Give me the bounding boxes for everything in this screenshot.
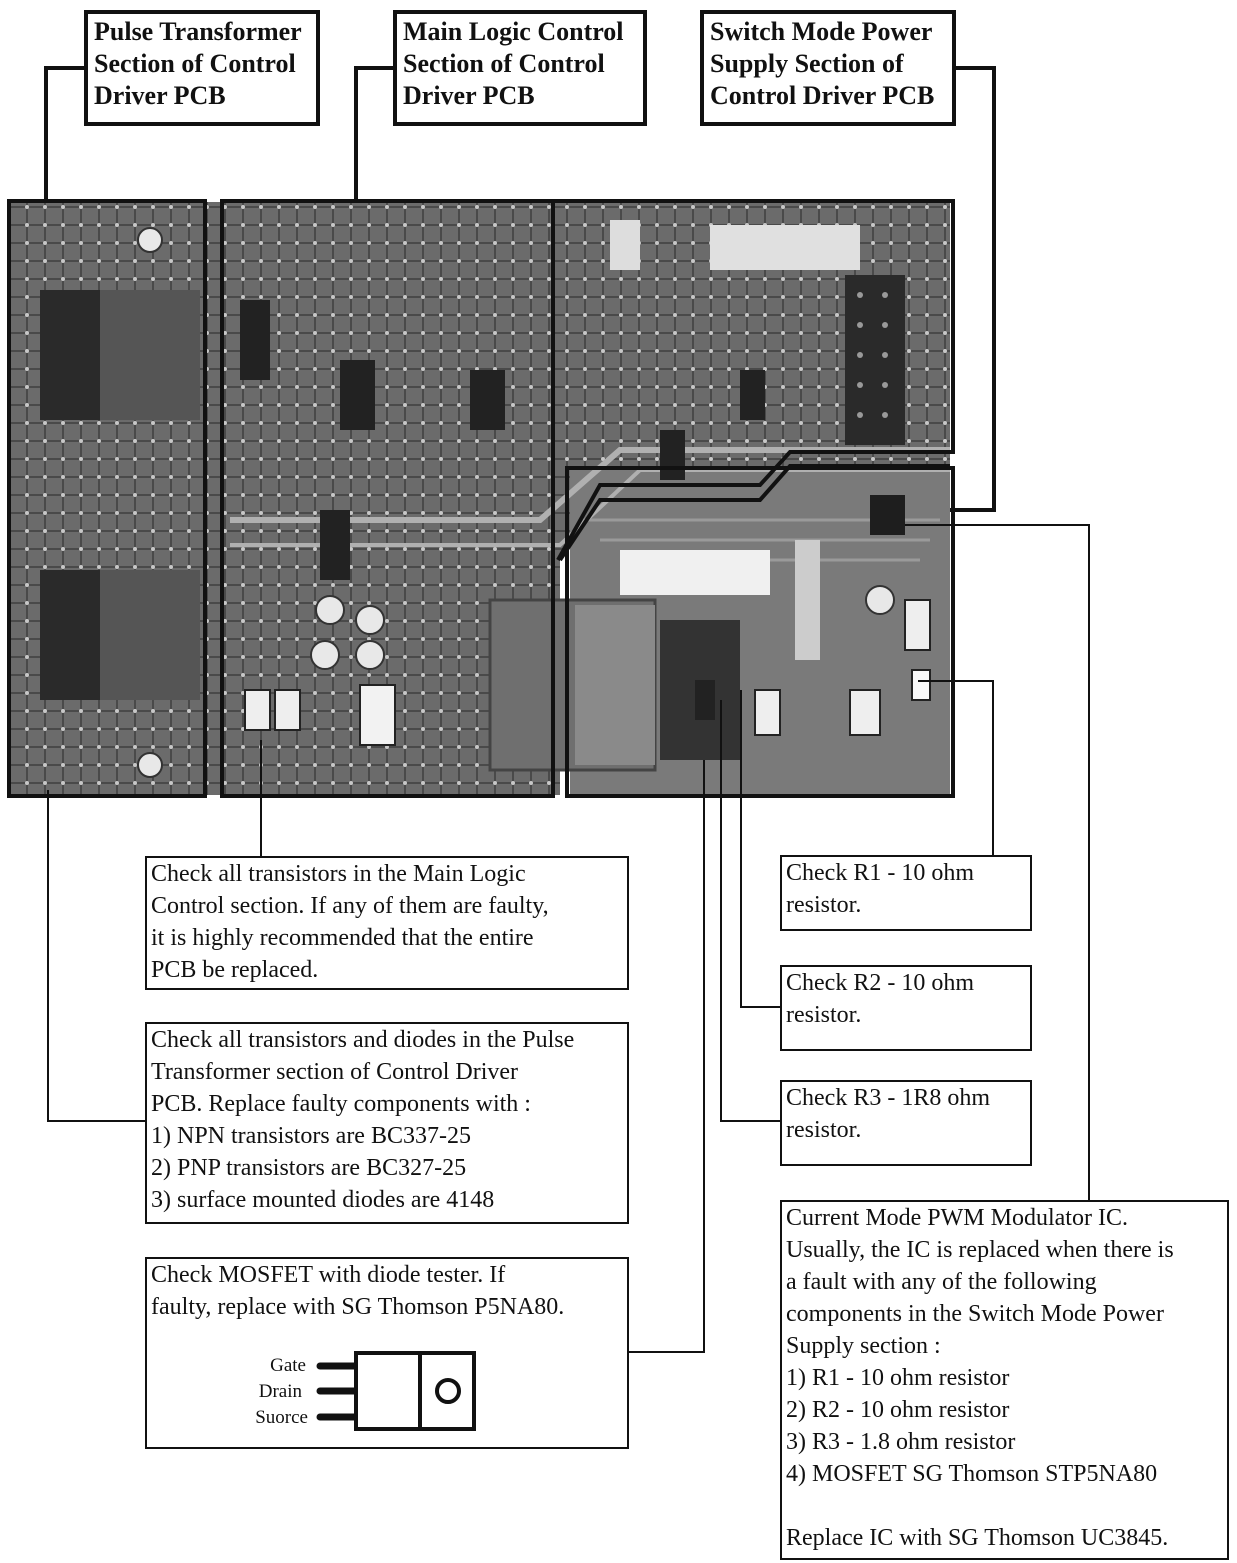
note-r3: Check R3 - 1R8 ohm resistor. (780, 1080, 1032, 1166)
note-line (786, 1490, 1223, 1522)
mosfet-pin-gate-label: Gate (270, 1355, 306, 1376)
note-r1: Check R1 - 10 ohm resistor. (780, 855, 1032, 931)
leader-line-smps-v (992, 66, 996, 512)
leader-r1-v (992, 680, 994, 855)
note-line: resistor. (786, 1117, 862, 1143)
note-line: 1) NPN transistors are BC337-25 (151, 1123, 471, 1149)
note-line: Transformer section of Control Driver (151, 1059, 519, 1085)
leader-r3-h (720, 1120, 780, 1122)
note-line: 2) PNP transistors are BC327-25 (151, 1155, 467, 1181)
note-pwm-ic: Current Mode PWM Modulator IC. Usually, … (780, 1200, 1229, 1560)
leader-line-logic-h (356, 66, 396, 70)
note-line: PCB be replaced. (151, 957, 319, 983)
leader-main-logic (260, 740, 262, 858)
leader-line-smps-h (954, 66, 996, 70)
note-line: 4) MOSFET SG Thomson STP5NA80 (786, 1461, 1158, 1487)
note-line: 2) R2 - 10 ohm resistor (786, 1397, 1010, 1423)
note-line: Supply section : (786, 1333, 941, 1359)
header-line: Section of Control (403, 49, 605, 78)
note-r2: Check R2 - 10 ohm resistor. (780, 965, 1032, 1051)
note-line: a fault with any of the following (786, 1269, 1097, 1295)
leader-line-pulse-v (44, 66, 48, 202)
note-line: 1) R1 - 10 ohm resistor (786, 1365, 1010, 1391)
note-line: 3) R3 - 1.8 ohm resistor (786, 1429, 1016, 1455)
header-line: Driver PCB (94, 81, 226, 110)
mosfet-pin-drain-label: Drain (258, 1381, 302, 1402)
note-line: Check R2 - 10 ohm (786, 970, 974, 996)
note-line: Check R1 - 10 ohm (786, 860, 974, 886)
note-line: it is highly recommended that the entire (151, 925, 534, 951)
leader-mosfet-v (703, 760, 705, 1353)
note-line: Check MOSFET with diode tester. If (151, 1262, 506, 1288)
header-line: Main Logic Control (403, 17, 624, 46)
header-pulse-transformer: Pulse Transformer Section of Control Dri… (84, 10, 320, 126)
leader-r1-h (918, 680, 994, 682)
note-mosfet: Check MOSFET with diode tester. If fault… (145, 1257, 629, 1449)
leader-r3-v (720, 700, 722, 1122)
note-main-logic: Check all transistors in the Main Logic … (145, 856, 629, 990)
note-line: Check R3 - 1R8 ohm (786, 1085, 990, 1111)
leader-line-pulse-h (46, 66, 86, 70)
note-line: Current Mode PWM Modulator IC. (786, 1205, 1128, 1231)
frame-smps-section (565, 466, 955, 798)
note-line: faulty, replace with SG Thomson P5NA80. (151, 1294, 565, 1320)
leader-mosfet-h (628, 1351, 705, 1353)
note-pulse-transformer: Check all transistors and diodes in the … (145, 1022, 629, 1224)
mosfet-package-icon (316, 1351, 476, 1431)
leader-r2-h (740, 1006, 780, 1008)
note-line: Check all transistors and diodes in the … (151, 1027, 575, 1053)
note-line: Check all transistors in the Main Logic (151, 861, 526, 887)
leader-pulse-h (47, 1120, 147, 1122)
note-line: 3) surface mounted diodes are 4148 (151, 1187, 495, 1213)
header-line: Section of Control (94, 49, 296, 78)
note-line: Usually, the IC is replaced when there i… (786, 1237, 1174, 1263)
note-line: Replace IC with SG Thomson UC3845. (786, 1525, 1169, 1551)
note-line: resistor. (786, 1002, 862, 1028)
header-line: Switch Mode Power (710, 17, 933, 46)
leader-line-logic-v (354, 66, 358, 202)
header-line: Pulse Transformer (94, 17, 302, 46)
leader-r2-v (740, 690, 742, 1008)
header-line: Control Driver PCB (710, 81, 935, 110)
leader-pwm-h (905, 524, 1090, 526)
frame-pulse-section (7, 199, 207, 798)
note-line: Control section. If any of them are faul… (151, 893, 549, 919)
note-line: components in the Switch Mode Power (786, 1301, 1164, 1327)
header-line: Driver PCB (403, 81, 535, 110)
leader-line-smps-h2 (936, 508, 996, 512)
leader-pwm-v (1088, 524, 1090, 1200)
note-line: resistor. (786, 892, 862, 918)
mosfet-pin-source-label: Suorce (255, 1407, 308, 1428)
header-smps: Switch Mode Power Supply Section of Cont… (700, 10, 956, 126)
note-line: PCB. Replace faulty components with : (151, 1091, 531, 1117)
leader-pulse-v (47, 790, 49, 1122)
header-line: Supply Section of (710, 49, 904, 78)
header-main-logic: Main Logic Control Section of Control Dr… (393, 10, 647, 126)
frame-logic-section (220, 199, 555, 798)
